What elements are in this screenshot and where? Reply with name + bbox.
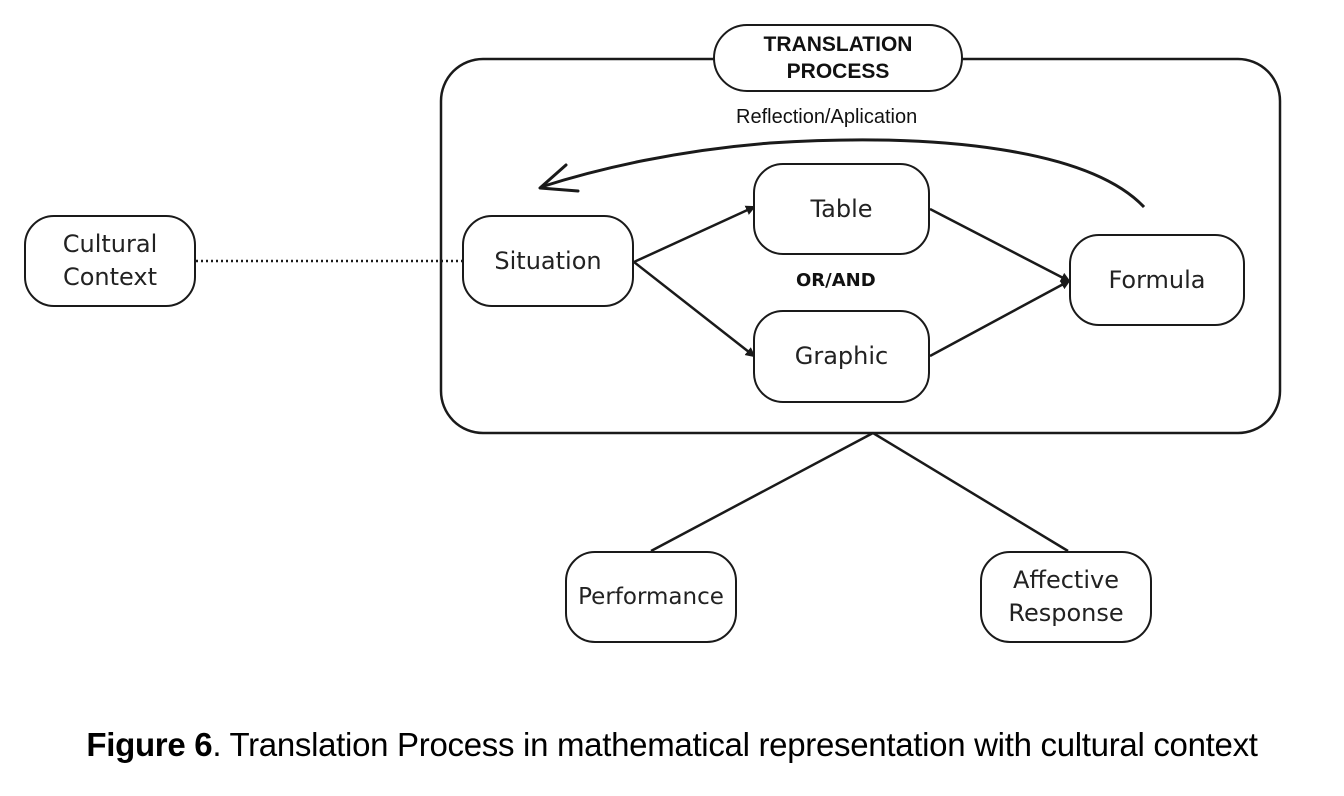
node-graphic-label: Graphic: [794, 342, 889, 370]
node-affective-response-label: Affective Response: [1008, 566, 1124, 627]
process-title-text: TRANSLATION PROCESS: [763, 33, 913, 83]
node-graphic: Graphic: [753, 310, 930, 403]
figure-caption-text: . Translation Process in mathematical re…: [212, 726, 1258, 763]
node-situation-label: Situation: [494, 246, 602, 275]
reflection-label: Reflection/Aplication: [736, 106, 918, 128]
node-performance: Performance: [565, 551, 737, 643]
link-frame-performance: [650, 431, 874, 553]
node-affective-response: Affective Response: [980, 551, 1152, 643]
figure-label: Figure 6: [86, 726, 213, 763]
arrow-graphic-formula: [929, 279, 1071, 358]
node-situation: Situation: [462, 215, 634, 307]
figure-caption: Figure 6. Translation Process in mathema…: [0, 726, 1344, 764]
reflection-loop-arrowhead: [538, 163, 580, 193]
node-performance-label: Performance: [578, 583, 724, 610]
arrow-situation-graphic: [633, 261, 756, 358]
link-frame-affective-response: [872, 431, 1069, 553]
node-cultural-context-label: Cultural Context: [62, 230, 158, 291]
node-cultural-context: Cultural Context: [24, 215, 196, 307]
arrow-table-formula: [929, 207, 1071, 283]
node-table-label: Table: [810, 194, 873, 223]
node-formula-label: Formula: [1108, 265, 1206, 294]
process-title: TRANSLATION PROCESS: [713, 24, 963, 92]
reflection-loop-arrow: [540, 138, 1146, 209]
node-formula: Formula: [1069, 234, 1245, 326]
or-and-label: OR/AND: [796, 270, 876, 291]
node-table: Table: [753, 163, 930, 255]
arrow-situation-table: [633, 205, 756, 264]
